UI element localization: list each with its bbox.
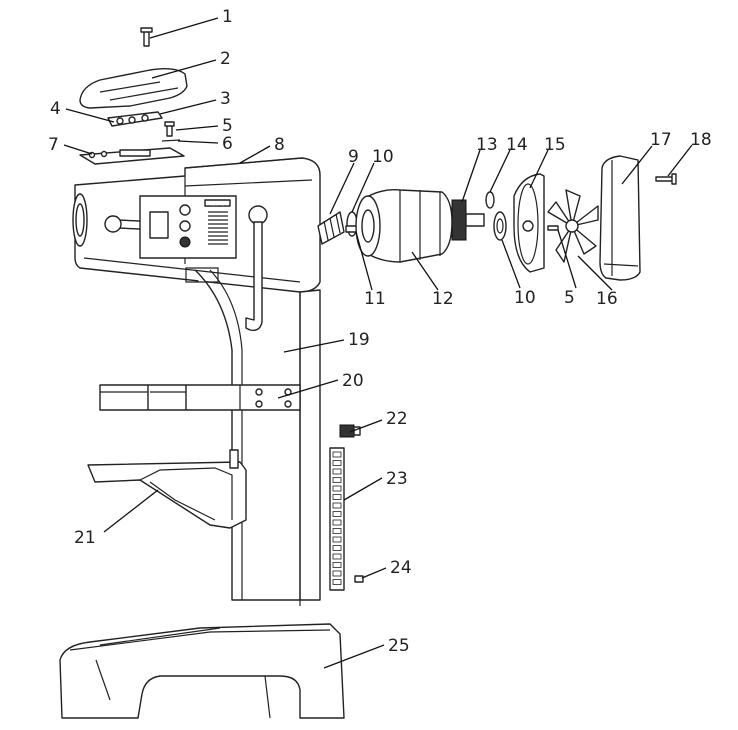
callout-7: 7 (48, 135, 59, 155)
panel-badge-text: INDIAGO (207, 202, 229, 208)
part-16-fan (547, 189, 599, 263)
callout-10-front: 10 (372, 147, 394, 167)
part-13-rotor-gear (451, 199, 485, 241)
part-3-bracket (107, 111, 163, 127)
terminal-slot (332, 485, 342, 492)
callout-15: 15 (544, 135, 566, 155)
callout-23: 23 (386, 469, 408, 489)
callout-13: 13 (476, 135, 498, 155)
part-12-motor-stator (355, 189, 453, 263)
callout-24: 24 (390, 558, 412, 578)
terminal-slot (332, 477, 342, 483)
part-17-fan-cover (599, 155, 641, 281)
part-14-washer (485, 191, 495, 209)
terminal-slot (332, 528, 342, 534)
terminal-slot (332, 460, 342, 466)
callout-12: 12 (432, 289, 454, 309)
terminal-slot (332, 579, 342, 585)
callout-9: 9 (348, 147, 359, 167)
part-7-plate (79, 147, 185, 165)
terminal-slot (332, 494, 342, 500)
part-22-plug (339, 424, 361, 438)
callout-6: 6 (222, 134, 233, 154)
part-8-head-housing: INDIAGO (72, 157, 321, 332)
terminal-slot (332, 451, 342, 458)
leader-lines (63, 17, 693, 669)
callout-19: 19 (348, 330, 370, 350)
callout-10-rear: 10 (514, 288, 536, 308)
part-20-bowl-arm (99, 384, 301, 411)
terminal-slot (332, 511, 342, 517)
part-18-screw (655, 173, 677, 185)
part-25-base (59, 623, 345, 719)
callout-3: 3 (220, 89, 231, 109)
terminal-slot (332, 545, 342, 551)
callout-5-top: 5 (222, 116, 233, 136)
terminal-slot (332, 570, 342, 577)
terminal-slot (332, 562, 342, 568)
part-10-bearing-rear (493, 211, 507, 241)
callout-5-motor: 5 (564, 288, 575, 308)
callout-18: 18 (690, 130, 712, 150)
terminal-slot (332, 536, 342, 543)
part-21-bowl-cradle (87, 449, 247, 529)
callout-labels: 1 2 3 4 5 6 7 8 9 10 11 12 13 14 15 10 5… (48, 7, 712, 656)
part-5-screw-top (164, 121, 175, 137)
callout-25: 25 (388, 636, 410, 656)
part-2-top-cover (79, 67, 188, 109)
callout-17: 17 (650, 130, 672, 150)
callout-21: 21 (74, 528, 96, 548)
callout-2: 2 (220, 49, 231, 69)
part-24-screw (354, 575, 364, 583)
callout-4: 4 (50, 99, 61, 119)
callout-14: 14 (506, 135, 528, 155)
part-9-worm-gear (317, 211, 345, 245)
part-15-end-bracket (513, 173, 545, 273)
callout-22: 22 (386, 409, 408, 429)
terminal-slot (332, 519, 342, 526)
part-6-washer (161, 139, 181, 142)
callout-1: 1 (222, 7, 233, 27)
callout-16: 16 (596, 289, 618, 309)
part-23-terminal-strip (329, 447, 345, 591)
part-1-screw (140, 27, 153, 47)
callout-11: 11 (364, 289, 386, 309)
terminal-slot (332, 553, 342, 560)
callout-20: 20 (342, 371, 364, 391)
callout-8: 8 (274, 135, 285, 155)
part-19-column (185, 267, 321, 606)
terminal-slot (332, 502, 342, 509)
part-5-screw-motor (547, 225, 559, 231)
terminal-slot (332, 468, 342, 475)
